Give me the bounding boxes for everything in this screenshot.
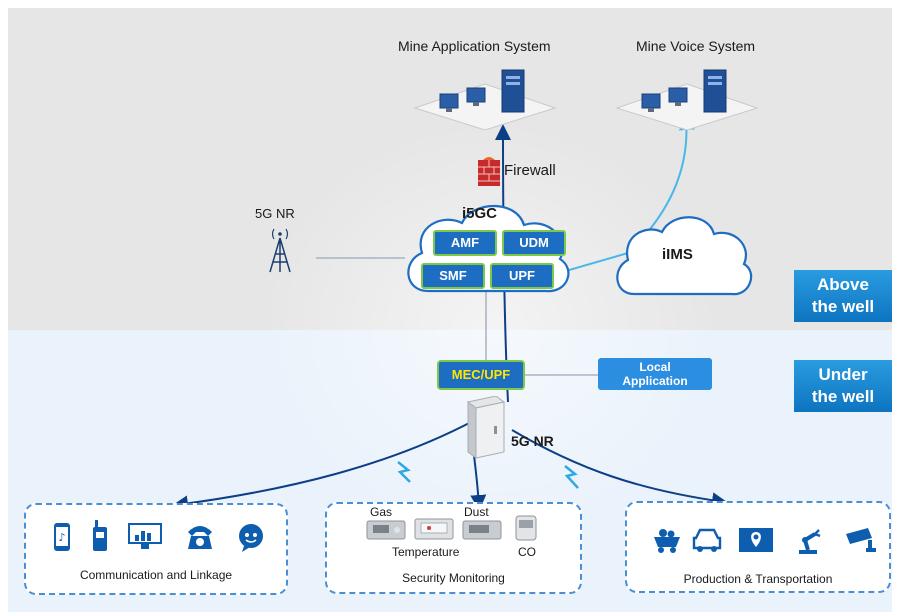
downlink-production: [511, 429, 728, 509]
nf-smf: SMF: [421, 263, 485, 289]
downlink-comm: [172, 419, 476, 512]
mine-voice-label: Mine Voice System: [636, 38, 756, 54]
group-communication-label: Communication and Linkage: [79, 568, 233, 582]
wireless-bolt-right: [564, 465, 579, 489]
map-pin-icon: [739, 528, 773, 552]
local-line-2: Application: [622, 374, 688, 388]
chat-bot-icon: [239, 524, 263, 552]
radio-tower-icon: [269, 228, 291, 273]
mine-voice-servers-icon: [615, 69, 759, 130]
mine-app-servers-icon: [413, 69, 557, 130]
co-sensor-icon: [515, 515, 537, 541]
under-well-tag: Under the well: [794, 360, 892, 412]
svg-text:♪: ♪: [58, 531, 65, 544]
group-security-label: Security Monitoring: [402, 571, 505, 585]
mine-cart-icon: [654, 529, 680, 553]
firewall-icon: [478, 157, 500, 186]
monitor-chart-icon: [128, 523, 162, 549]
group-production-label: Production & Transportation: [683, 572, 833, 586]
dust-sensor-icon: [462, 520, 502, 540]
group-security: [325, 502, 582, 594]
temperature-sensor-icon: [414, 518, 454, 540]
nf-udm: UDM: [502, 230, 566, 256]
under-well-line-2: the well: [811, 387, 875, 406]
local-line-1: Local: [639, 360, 671, 374]
base-station-icon: [466, 396, 506, 459]
walkie-talkie-icon: [93, 520, 107, 551]
local-application-node: Local Application: [598, 358, 712, 390]
above-well-line-2: the well: [811, 297, 875, 316]
above-well-tag: Above the well: [794, 270, 892, 322]
nf-amf: AMF: [433, 230, 497, 256]
cctv-camera-icon: [846, 528, 876, 552]
mec-upf-node: MEC/UPF: [437, 360, 525, 390]
phone-music-icon: ♪: [54, 523, 70, 551]
nf-upf: UPF: [490, 263, 554, 289]
robot-arm-icon: [799, 529, 821, 554]
sensor-temperature-label: Temperature: [392, 545, 460, 559]
ims-cloud-icon: [616, 216, 753, 296]
nr-bottom-label: 5G NR: [511, 433, 554, 449]
telephone-icon: [188, 526, 212, 549]
wireless-bolt-left: [397, 461, 411, 483]
under-well-line-1: Under: [818, 365, 868, 384]
center-glow: [260, 120, 720, 540]
sensor-co-label: CO: [518, 545, 536, 559]
ims-label: iIMS: [662, 246, 693, 263]
gas-sensor-icon: [366, 520, 406, 540]
sensor-dust-label: Dust: [464, 505, 489, 519]
above-well-line-1: Above: [817, 275, 869, 294]
sensor-gas-label: Gas: [370, 505, 393, 519]
firewall-label: Firewall: [504, 162, 556, 179]
nr-top-label: 5G NR: [255, 206, 295, 221]
vehicle-icon: [692, 528, 722, 552]
core-label: i5GC: [462, 205, 498, 222]
mine-app-label: Mine Application System: [398, 38, 551, 54]
